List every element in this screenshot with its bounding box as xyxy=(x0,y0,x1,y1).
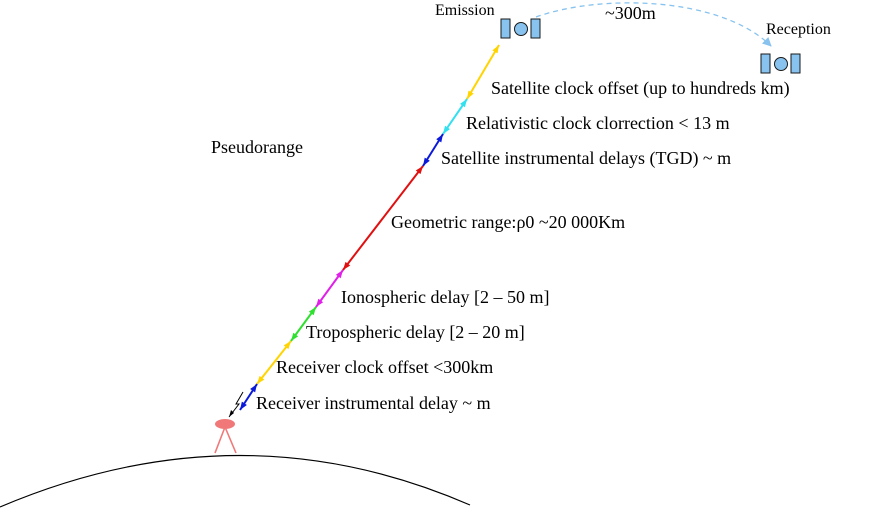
satellite-panel-left xyxy=(760,53,771,74)
tropospheric-segment xyxy=(290,306,317,342)
earth-surface xyxy=(0,454,471,508)
receiver-leg-left xyxy=(214,426,226,454)
rx-clock-segment xyxy=(256,340,292,385)
tropospheric-label: Tropospheric delay [2 – 20 m] xyxy=(306,322,525,342)
pseudorange-segments xyxy=(239,44,500,411)
emission-label: Emission xyxy=(435,2,495,19)
satellite-panel-right xyxy=(530,18,541,39)
distance-label: ~300m xyxy=(605,3,656,23)
sat-clock-label: Satellite clock offset (up to hundreds k… xyxy=(491,78,790,99)
sat-clock-segment xyxy=(466,44,500,100)
relativistic-label: Relativistic clock clorrection < 13 m xyxy=(466,113,730,133)
satellite-panel-left xyxy=(500,18,511,39)
signal-arrival-arrow xyxy=(228,391,244,418)
reception-satellite xyxy=(760,53,801,74)
satellite-motion-arc xyxy=(535,2,772,47)
rx-instr-label: Receiver instrumental delay ~ m xyxy=(256,393,491,413)
satellite-body xyxy=(774,57,788,71)
satellite-panel-right xyxy=(790,53,801,74)
ionospheric-label: Ionospheric delay [2 – 50 m] xyxy=(341,287,549,307)
sat-instr-segment xyxy=(422,133,444,167)
satellite-body xyxy=(514,22,528,36)
receiver-dish xyxy=(215,419,235,429)
ionospheric-segment xyxy=(315,269,344,308)
rx-instr-segment xyxy=(239,383,258,411)
emission-satellite xyxy=(500,18,541,39)
pseudorange-label: Pseudorange xyxy=(211,137,303,157)
receiver-antenna xyxy=(214,419,237,454)
receiver-leg-right xyxy=(224,426,237,454)
geometric-label: Geometric range:ρ0 ~20 000Km xyxy=(391,212,625,232)
sat-instr-label: Satellite instrumental delays (TGD) ~ m xyxy=(441,148,731,169)
relativistic-segment xyxy=(442,98,468,135)
reception-label: Reception xyxy=(766,21,831,38)
rx-clock-label: Receiver clock offset <300km xyxy=(276,357,493,377)
geometric-segment xyxy=(342,165,424,271)
